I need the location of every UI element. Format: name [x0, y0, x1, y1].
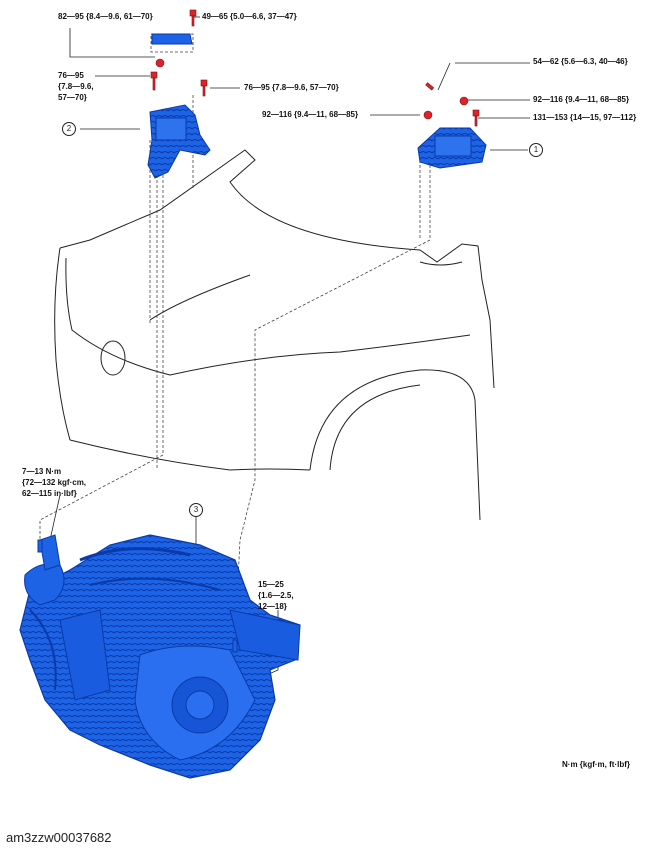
bolts — [150, 9, 480, 127]
torque-label-4: 76—95 {7.8—9.6, 57—70} — [244, 83, 339, 92]
torque-label-7: 92—116 {9.4—11, 68—85} — [533, 95, 630, 104]
torque-label-9-line3: 62—115 in·lbf} — [22, 489, 77, 498]
torque-label-10-line3: 12—18} — [258, 602, 287, 611]
document-id: am3zzw00037682 — [6, 830, 112, 845]
torque-label-1: 82—95 {8.4—9.6, 61—70} — [58, 12, 153, 21]
torque-label-3-line2: {7.8—9.6, — [58, 82, 94, 91]
engine-mount-bracket-1 — [417, 127, 487, 169]
torque-label-10-line1: 15—25 — [258, 580, 284, 589]
torque-label-9-line2: {72—132 kgf·cm, — [22, 478, 87, 487]
bolt-icon — [155, 58, 165, 68]
torque-label-10-line2: {1.6—2.5, — [258, 591, 294, 600]
torque-label-8: 131—153 {14—15, 97—112} — [533, 113, 637, 122]
bolt-icon — [232, 639, 238, 653]
torque-label-3-line1: 76—95 — [58, 71, 84, 80]
callout-1: 1 — [529, 143, 543, 157]
bolt-icon — [200, 79, 208, 97]
torque-label-6: 92—116 {9.4—11, 68—85} — [262, 110, 359, 119]
callout-2: 2 — [62, 122, 76, 136]
torque-label-3-line3: 57—70} — [58, 93, 87, 102]
dashed-guide-lines — [39, 33, 431, 641]
torque-label-2: 49—65 {5.0—6.6, 37—47} — [202, 12, 297, 21]
bolt-icon — [189, 9, 197, 27]
small-bolts — [37, 539, 238, 653]
torque-label-5: 54—62 {5.6—6.3, 40—46} — [533, 57, 628, 66]
bolt-icon — [425, 82, 435, 91]
unit-note: N·m {kgf·m, ft·lbf} — [562, 760, 630, 769]
bolt-icon — [37, 539, 43, 553]
bolt-icon — [423, 110, 433, 120]
bolt-icon — [150, 71, 158, 91]
bolt-icon — [472, 109, 480, 127]
engine-mount-bracket-2 — [147, 33, 211, 179]
vehicle-body-outline — [54, 149, 495, 521]
bolt-icon — [459, 96, 469, 106]
callout-3: 3 — [189, 503, 203, 517]
torque-label-9-line1: 7—13 N·m — [22, 467, 62, 476]
engine-transmission-assembly — [19, 534, 301, 779]
